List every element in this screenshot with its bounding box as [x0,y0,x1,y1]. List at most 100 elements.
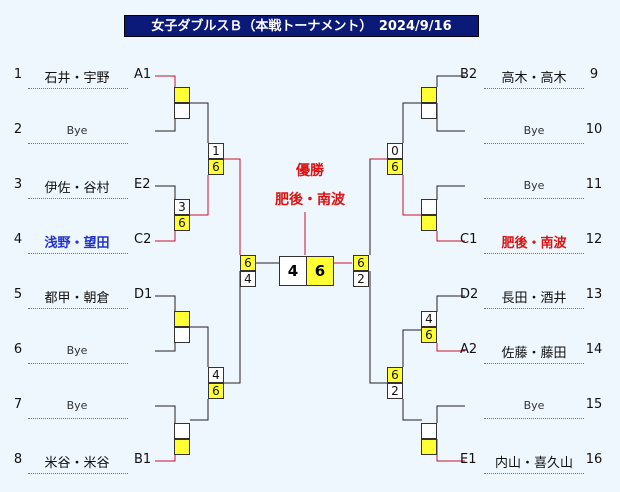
entry-number: 16 [585,452,603,467]
score-box: 6 [208,159,224,175]
entry-name: 肥後・南波 [501,236,567,251]
entry-underline [28,363,128,364]
winner-line [436,439,465,462]
entry-underline [484,143,584,144]
winner-line [155,75,176,87]
score-box: 6 [387,367,403,383]
entry-underline [28,88,128,89]
entry-underline [28,308,128,309]
bracket-line [402,102,422,143]
entry-underline [484,363,584,364]
bracket-line [155,405,176,423]
entry-name: 浅野・望田 [44,236,110,251]
bracket-line [155,295,176,312]
entry-number: 10 [585,122,603,137]
entry-number: 9 [589,67,599,82]
entry-name: Bye [66,344,88,357]
bye-box [421,215,437,231]
bye-box [421,87,437,103]
bracket-line [436,295,465,312]
score-box: 6 [208,383,224,399]
bracket-line [224,271,241,384]
entry-name: 都甲・朝倉 [44,291,110,306]
final-score-left: 4 [279,256,307,286]
entry-name: Bye [523,179,545,192]
entry-number: 5 [13,287,23,302]
score-box: 6 [421,327,437,343]
entry-number: 15 [585,397,603,412]
entry-number: 11 [585,177,603,192]
entry-name: 伊佐・谷村 [44,181,110,196]
entry-name: Bye [66,124,88,137]
entry-name: 高木・高木 [501,71,567,86]
bracket-line [155,119,176,132]
score-box: 4 [240,271,256,287]
winner-line [155,231,176,242]
entry-name: 石井・宇野 [44,71,110,86]
entry-name: Bye [523,124,545,137]
entry-number: 13 [585,287,603,302]
winner-line [436,343,465,352]
entry-underline [28,418,128,419]
score-box: 4 [208,367,224,383]
bracket-line [436,103,465,132]
entry-name: 米谷・米谷 [44,456,110,471]
winner-line [155,439,176,462]
entry-underline [28,253,128,254]
bracket-line [190,326,209,367]
bracket-line [402,399,422,421]
winner-line [436,231,465,242]
entry-number: 3 [13,177,23,192]
entry-underline [28,143,128,144]
score-box: 6 [387,159,403,175]
winner-line [190,175,209,216]
entry-seed: C1 [460,232,478,247]
bye-box [421,423,437,439]
bye-box [174,423,190,439]
entry-seed: C2 [134,232,152,247]
score-box: 6 [353,255,369,271]
bracket-line [402,329,422,367]
entry-number: 1 [13,67,23,82]
score-box: 6 [240,255,256,271]
entry-underline [484,418,584,419]
bracket-line [190,399,209,421]
bye-box [174,311,190,327]
entry-number: 8 [13,452,23,467]
score-box: 3 [174,199,190,215]
entry-underline [484,473,584,474]
entry-name: 佐藤・藤田 [501,346,567,361]
winner-line [224,158,241,255]
bracket-line [369,158,387,255]
entry-seed: A2 [460,342,478,357]
entry-seed: E1 [460,452,477,467]
bracket-line [155,185,176,200]
score-box: 2 [353,271,369,287]
champion-label: 優勝 [296,163,324,179]
bracket-line [190,102,209,143]
score-box: 1 [208,143,224,159]
bye-box [421,199,437,215]
entry-seed: D1 [134,287,153,302]
bye-box [174,87,190,103]
entry-seed: B1 [134,452,152,467]
page-title: 女子ダブルスＢ（本戦トーナメント） 2024/9/16 [124,15,479,37]
entry-name: 長田・酒井 [501,291,567,306]
score-box: 0 [387,143,403,159]
bracket-line [436,185,465,200]
entry-name: Bye [66,399,88,412]
bye-box [174,327,190,343]
bracket-line [155,327,176,352]
bracket-line [436,75,465,87]
entry-number: 2 [13,122,23,137]
entry-underline [28,473,128,474]
score-box: 6 [174,215,190,231]
entry-seed: B2 [460,67,478,82]
entry-number: 4 [13,232,23,247]
final-score-right: 6 [306,256,334,286]
entry-seed: E2 [134,177,151,192]
entry-name: 内山・喜久山 [494,456,573,471]
entry-number: 12 [585,232,603,247]
bye-box [421,439,437,455]
